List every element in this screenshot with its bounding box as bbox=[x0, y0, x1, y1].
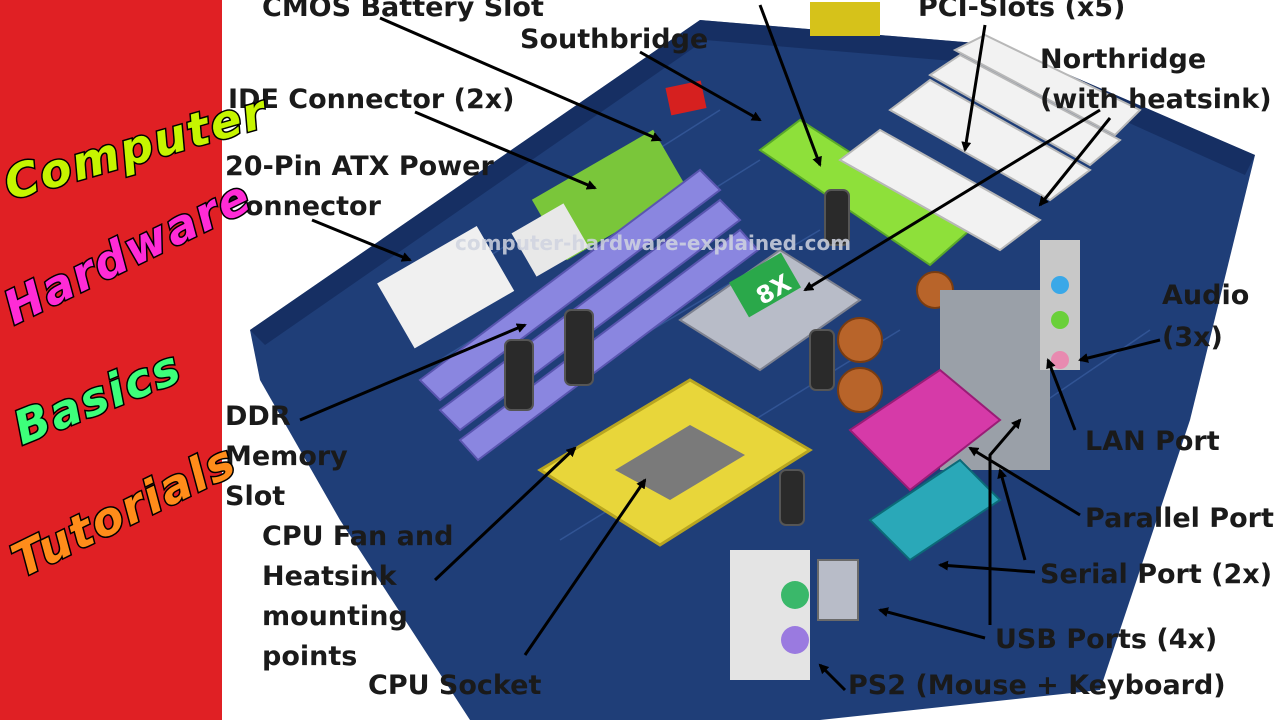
yellow-header bbox=[810, 2, 880, 36]
component-labels: CMOS Battery Slot Southbridge PCI-Slots … bbox=[225, 0, 1274, 701]
label-northbridge-2: (with heatsink) bbox=[1040, 84, 1272, 115]
audio-jacks bbox=[1040, 240, 1080, 370]
usb-ports bbox=[817, 559, 859, 621]
label-cpu-fan-1: CPU Fan and bbox=[262, 521, 453, 552]
label-parallel-port: Parallel Port bbox=[1085, 503, 1274, 534]
audio-jack-green bbox=[1051, 311, 1069, 329]
label-cpu-fan-2: Heatsink bbox=[262, 561, 398, 592]
label-serial-port: Serial Port (2x) bbox=[1040, 559, 1272, 590]
motherboard bbox=[250, 20, 1255, 720]
label-ide-connector: IDE Connector (2x) bbox=[228, 84, 514, 115]
label-ps2: PS2 (Mouse + Keyboard) bbox=[848, 670, 1226, 701]
left-red-band bbox=[0, 0, 222, 720]
ps2-green bbox=[781, 581, 809, 609]
northbridge-chip bbox=[729, 252, 801, 318]
label-ddr-3: Slot bbox=[225, 481, 285, 512]
inductors bbox=[837, 271, 954, 413]
label-northbridge-1: Northridge bbox=[1040, 44, 1206, 75]
red-jumper bbox=[665, 80, 707, 116]
parallel-port bbox=[848, 368, 1002, 492]
label-ddr-1: DDR bbox=[225, 401, 291, 432]
ps2-ports bbox=[730, 550, 810, 680]
label-cpu-fan-3: mounting bbox=[262, 601, 408, 632]
pointer-arrows bbox=[299, 4, 1161, 692]
ps2-purple bbox=[781, 626, 809, 654]
label-cpu-fan-4: points bbox=[262, 641, 357, 672]
capacitors bbox=[504, 189, 850, 526]
label-lan-port: LAN Port bbox=[1085, 426, 1220, 457]
label-atx-power-1: 20-Pin ATX Power bbox=[225, 151, 494, 182]
watermark: computer-hardware-explained.com bbox=[455, 231, 851, 255]
label-cpu-socket: CPU Socket bbox=[368, 670, 541, 701]
label-audio-1: Audio bbox=[1162, 280, 1249, 311]
label-pci-slots: PCI-Slots (x5) bbox=[918, 0, 1125, 23]
label-cmos-battery-slot: CMOS Battery Slot bbox=[262, 0, 544, 23]
label-atx-power-2: Connector bbox=[225, 191, 382, 222]
cpu-socket-center bbox=[615, 425, 745, 500]
serial-port bbox=[868, 458, 1002, 562]
label-usb-ports: USB Ports (4x) bbox=[995, 624, 1217, 655]
pci-slots bbox=[838, 33, 1142, 252]
label-southbridge: Southbridge bbox=[520, 24, 708, 55]
audio-jack-blue bbox=[1051, 276, 1069, 294]
label-ddr-2: Memory bbox=[225, 441, 348, 472]
atx-power-connector bbox=[377, 225, 515, 349]
ide-connector-white bbox=[511, 203, 589, 277]
audio-jack-pink bbox=[1051, 351, 1069, 369]
label-audio-2: (3x) bbox=[1162, 322, 1223, 353]
